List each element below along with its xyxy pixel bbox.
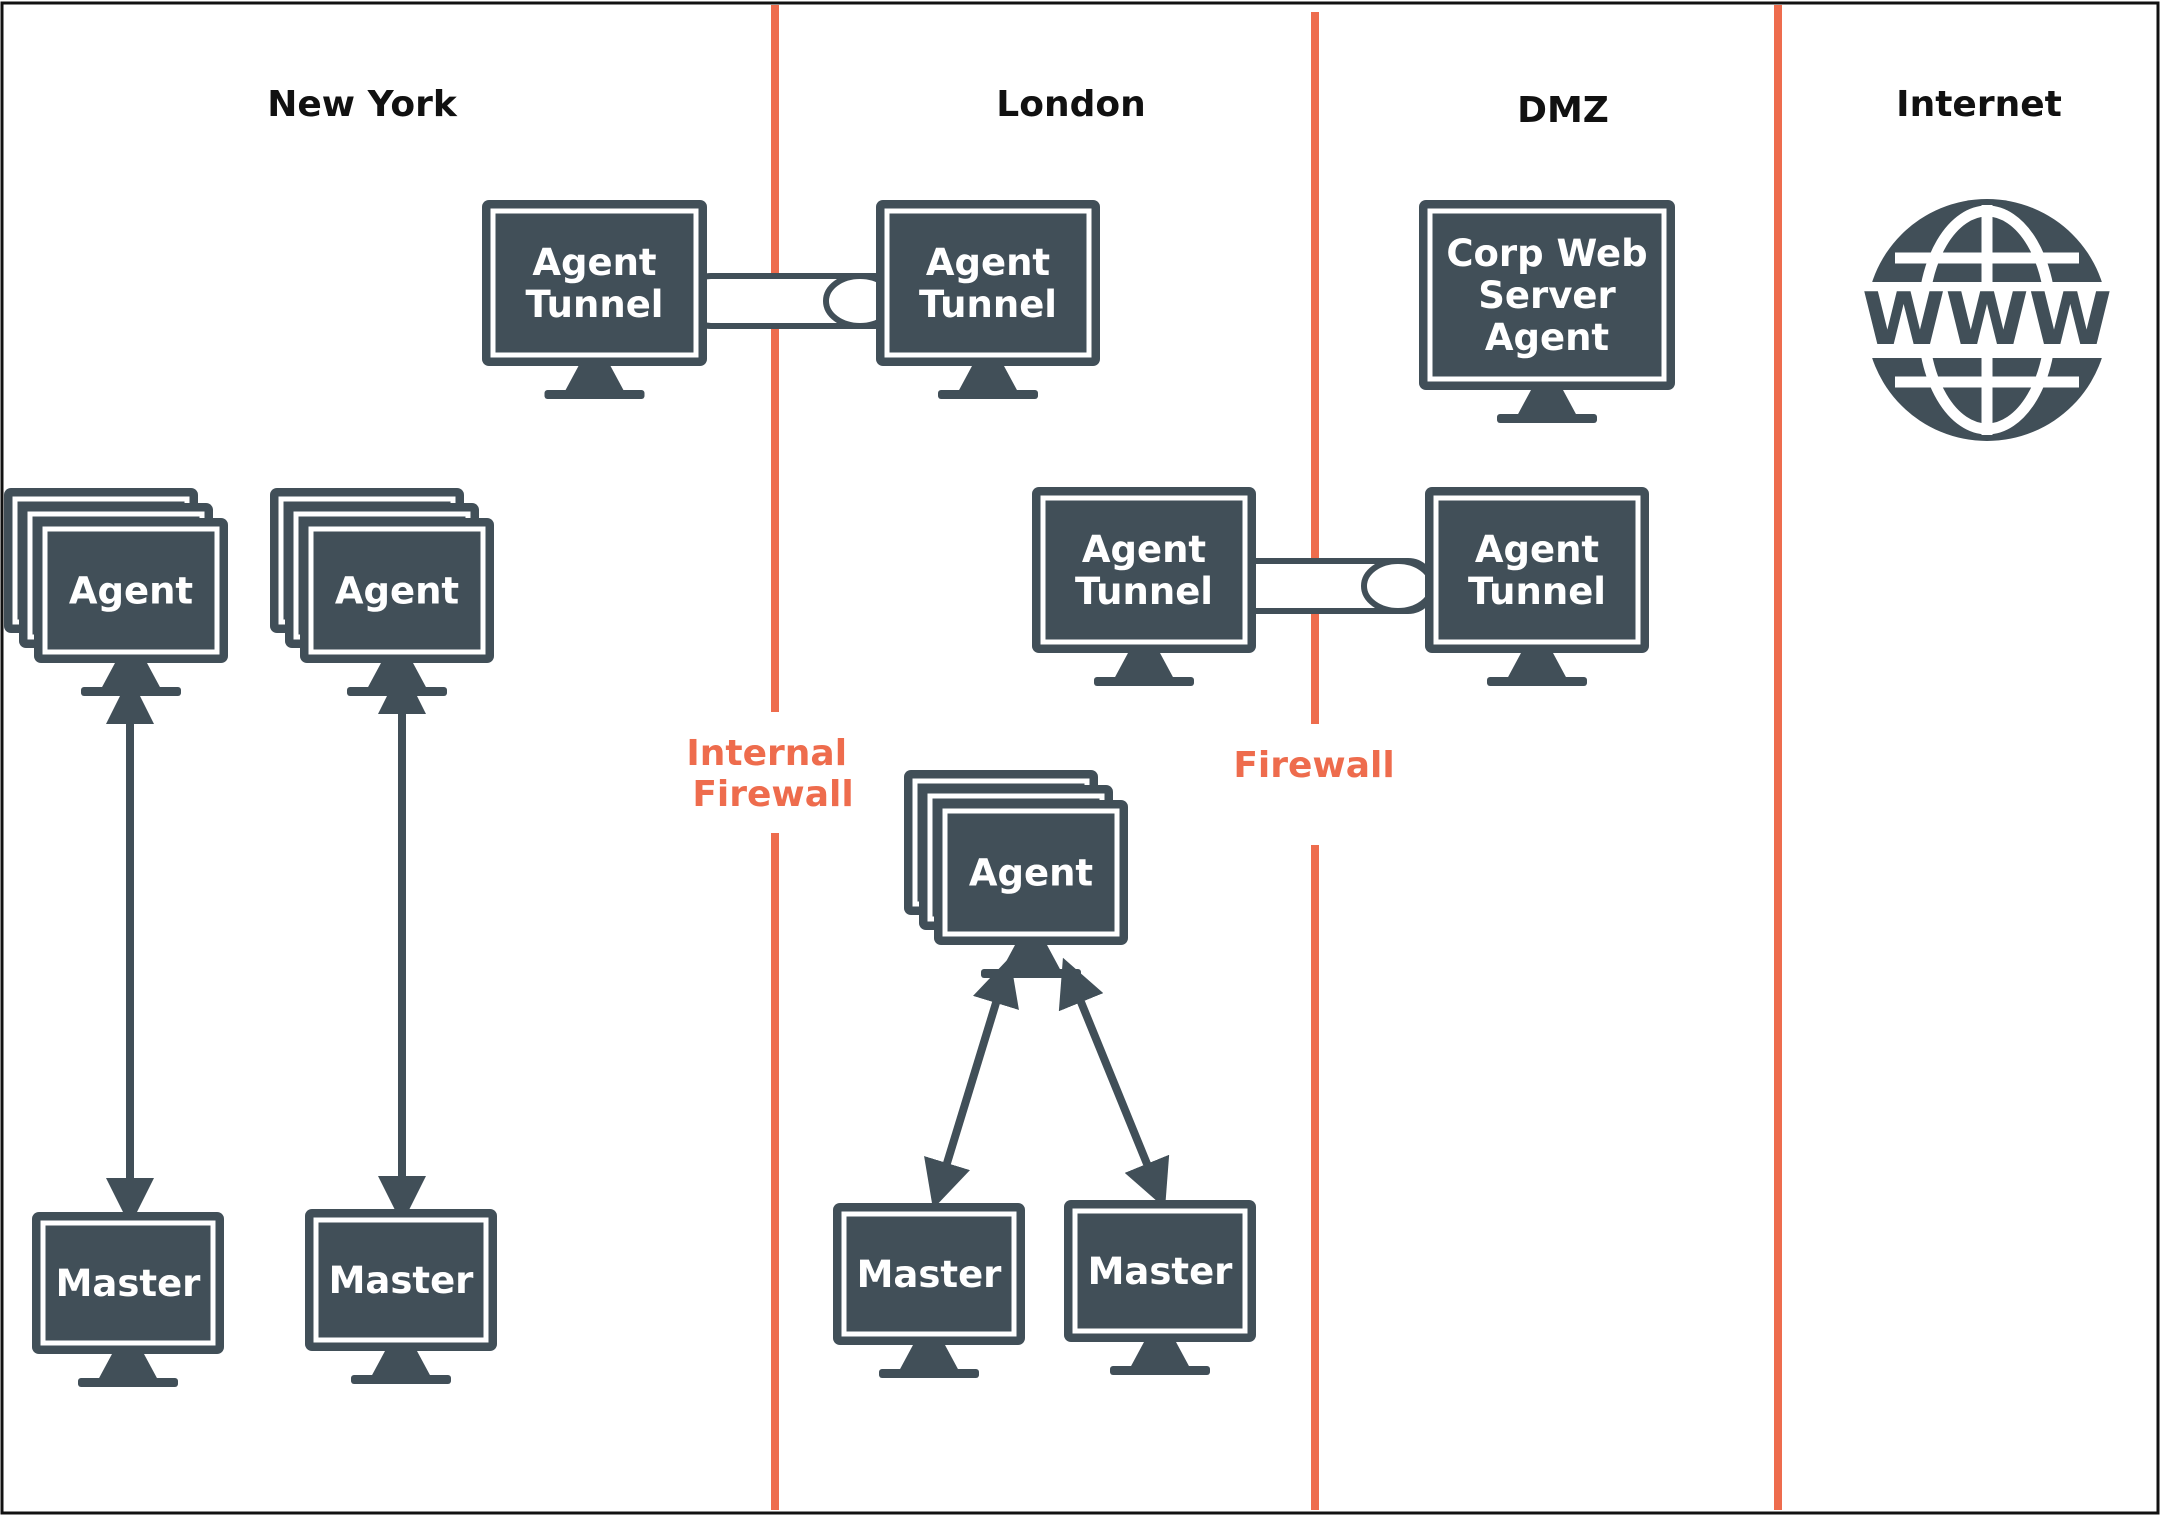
monitor-label: Agent [335,570,459,613]
www-text: WWW [1862,277,2112,361]
zone-title-london: London [996,84,1145,125]
monitor-london-master-1: Master [833,1203,1025,1378]
zone-title-dmz: DMZ [1517,90,1609,131]
internal-firewall-label-line-1: Internal [686,733,847,774]
monitor-label-line: Agent [926,241,1050,284]
connection-arrows [106,666,1170,1226]
zone-title-internet: Internet [1896,84,2062,125]
monitor-label-line: Agent [69,570,193,613]
arrow-london-agent-master-2 [1058,957,1170,1209]
internal-firewall-label-line-2: Firewall [692,774,853,815]
firewall-label: Firewall [1233,745,1394,786]
monitor-label-line: Corp Web [1446,232,1647,275]
monitor-london-master-2: Master [1064,1200,1256,1375]
monitor-label-line: Master [1088,1250,1234,1293]
monitor-label-line: Agent [335,570,459,613]
monitor-label-line: Agent [532,241,656,284]
monitor-ny-master-1: Master [32,1212,224,1387]
monitor-label-line: Master [56,1262,202,1305]
monitor-label-line: Agent [1475,528,1599,571]
monitor-label-line: Tunnel [526,283,664,326]
monitor-label-line: Server [1478,274,1616,317]
arrow-london-agent-master-1 [924,957,1019,1209]
tunnel-pipe-ny-london [683,273,903,329]
monitor-london-agent: Agent [904,770,1128,978]
monitor-label: Master [329,1259,475,1302]
monitor-label: Agent [969,852,1093,895]
monitor-label: Master [1088,1250,1234,1293]
monitor-label: Master [857,1253,1003,1296]
internal-firewall-label: Internal Firewall [686,733,859,815]
monitor-label-line: Agent [969,852,1093,895]
monitor-label-line: Tunnel [1075,570,1213,613]
monitor-ny-agent-2: Agent [270,488,494,696]
www-globe-icon: WWW [1855,199,2119,441]
monitor-label-line: Master [329,1259,475,1302]
monitor-label: Master [56,1262,202,1305]
monitor-label-line: Tunnel [1468,570,1606,613]
tunnel-pipe-london-dmz [1222,558,1436,614]
monitor-label-line: Agent [1485,316,1609,359]
monitor-ny-agent-1: Agent [4,488,228,696]
zone-title-new-york: New York [267,84,458,125]
monitor-label-line: Agent [1082,528,1206,571]
monitor-ny-master-2: Master [305,1209,497,1384]
monitor-label-line: Tunnel [919,283,1057,326]
monitor-label-line: Master [857,1253,1003,1296]
monitor-label: Agent [69,570,193,613]
